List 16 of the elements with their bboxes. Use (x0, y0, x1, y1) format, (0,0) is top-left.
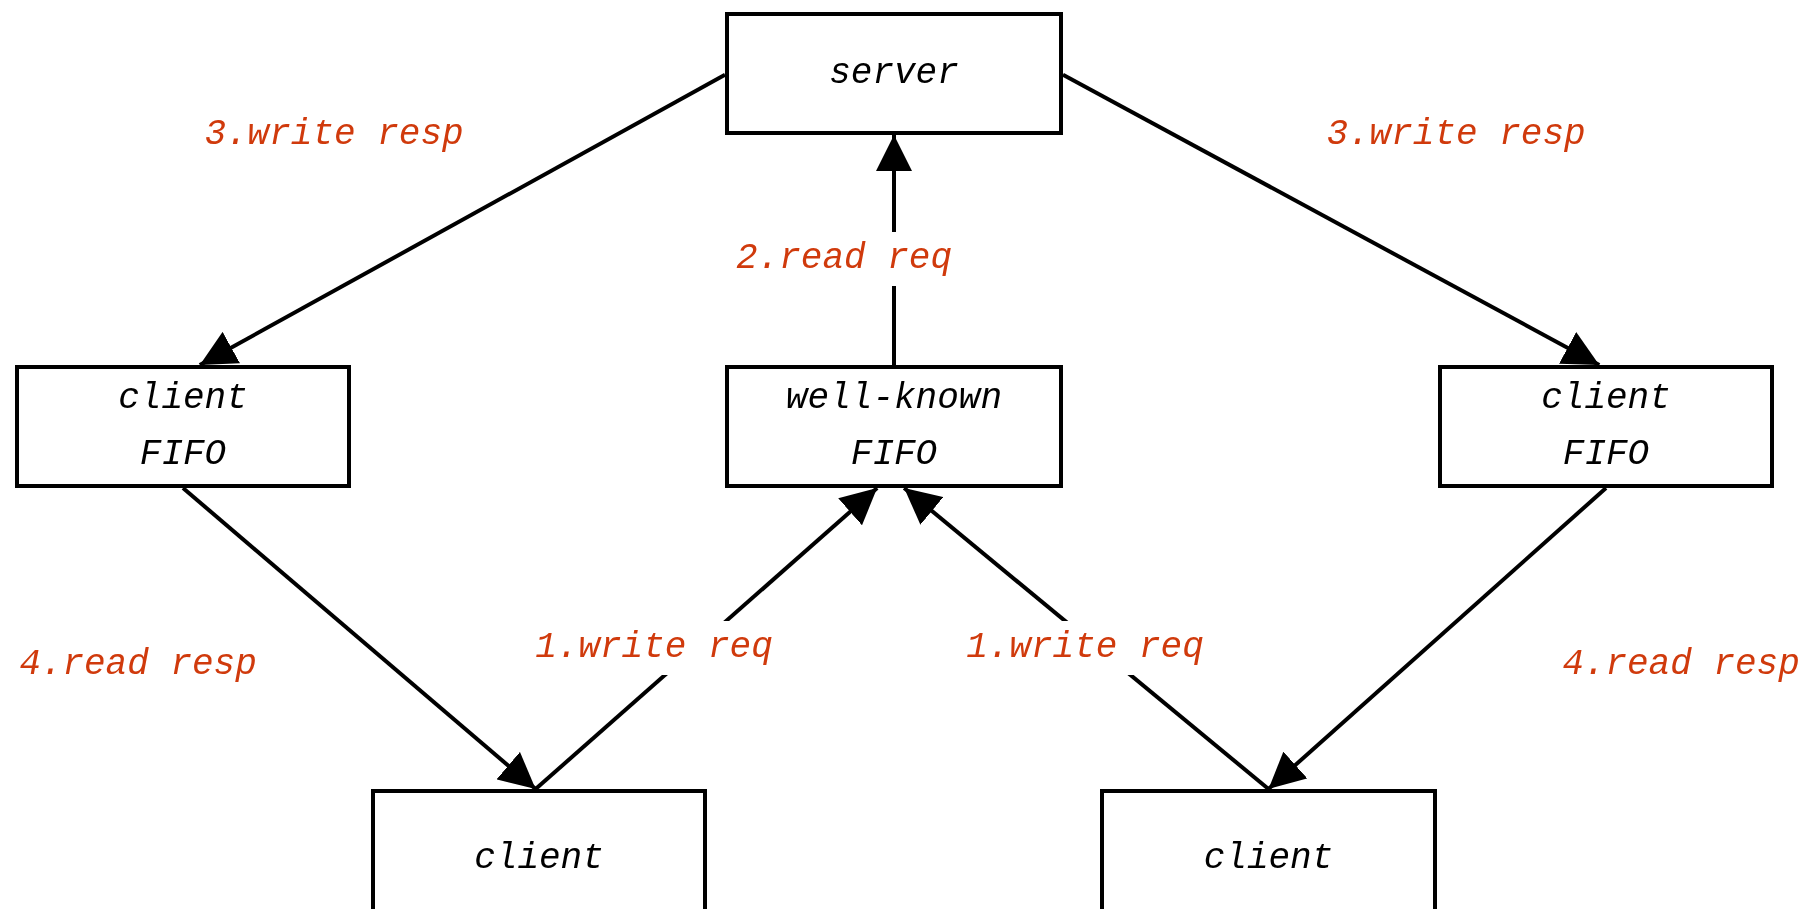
arrow (1267, 486, 1608, 791)
box-label: client FIFO (117, 376, 249, 477)
box-label: well-known FIFO (784, 376, 1003, 477)
box-label: client FIFO (1540, 376, 1672, 477)
process-box (1438, 365, 1774, 488)
process-box (15, 365, 351, 488)
process-box (725, 365, 1063, 488)
process-box (1100, 789, 1437, 909)
arrow (181, 486, 537, 791)
arrow (198, 73, 726, 367)
process-box (371, 789, 707, 909)
process-box (725, 12, 1063, 135)
box-label: client (1202, 837, 1335, 881)
box-label: client (473, 837, 605, 881)
box-label: server (828, 51, 960, 96)
arrow (1062, 72, 1601, 367)
